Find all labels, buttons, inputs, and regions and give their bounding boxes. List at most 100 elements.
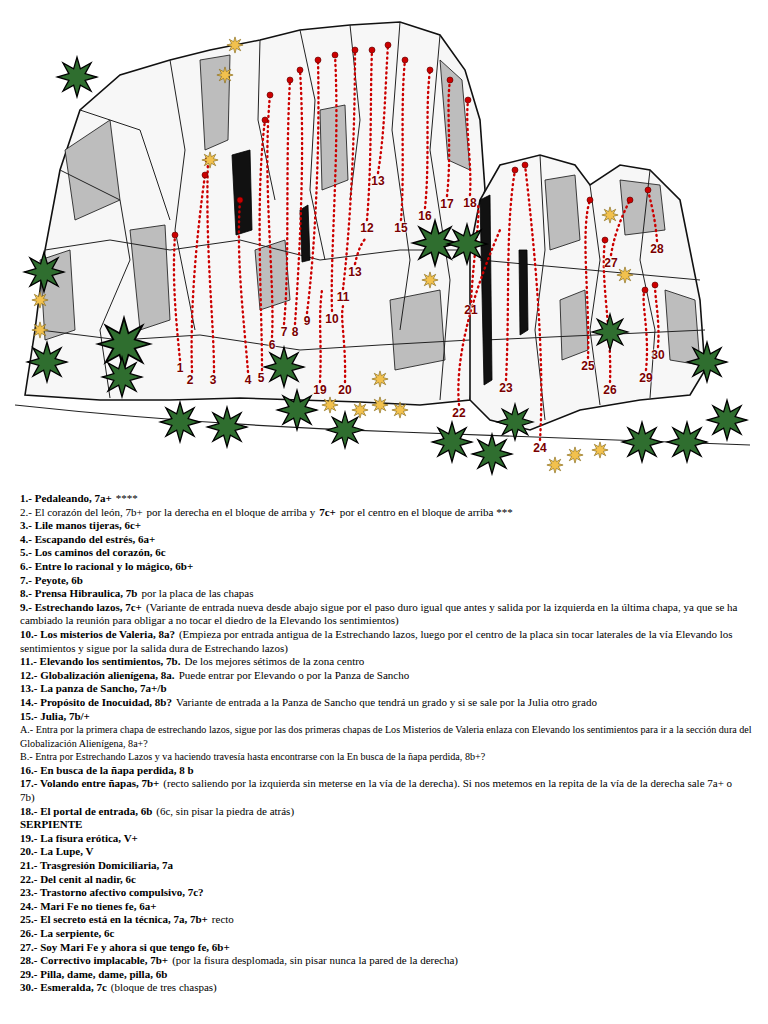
- anchor-dot: [522, 162, 528, 168]
- route-entry: 25.- El secreto está en la técnica, 7a, …: [20, 913, 752, 927]
- route-note: por la derecha en el bloque de arriba y: [147, 506, 316, 518]
- flower: [32, 292, 48, 308]
- route-note: (bloque de tres chaspas): [111, 981, 217, 993]
- callout-number: 4: [245, 374, 252, 386]
- callout-number: 1: [177, 362, 184, 374]
- route-entry: 9.- Estrechando lazos, 7c+(Variante de e…: [20, 601, 752, 628]
- route-entry: B.- Entra por Estrechando Lazos y va hac…: [20, 750, 752, 764]
- route-entry: 10.- Los misterios de Valeria, 8a?(Empie…: [20, 628, 752, 655]
- route-line: [239, 200, 248, 372]
- callout-number: 30: [651, 349, 664, 361]
- callout-number: 17: [440, 198, 453, 210]
- callout-number: 29: [639, 372, 652, 384]
- callout-number: 23: [499, 382, 512, 394]
- route-name: 25.- El secreto está en la técnica, 7a, …: [20, 913, 208, 925]
- route-name: 26.- La serpiente, 6c: [20, 927, 114, 939]
- route-note: De los mejores sétimos de la zona centro: [184, 655, 364, 667]
- route-entry: 12.- Globalización alienígena, 8a. Puede …: [20, 669, 752, 683]
- anchor-dot: [352, 47, 358, 53]
- route-line: [207, 160, 214, 372]
- flower: [227, 37, 243, 53]
- route-name: 12.- Globalización alienígena, 8a.: [20, 669, 175, 681]
- anchor-dot: [172, 232, 178, 238]
- flower: [352, 402, 368, 418]
- route-line: [585, 200, 590, 358]
- anchor-dot: [287, 77, 293, 83]
- route-entry: 17.- Volando entre ñapas, 7b+(recto sali…: [20, 777, 752, 804]
- route-entry: 15.- Julia, 7b/+: [20, 710, 752, 724]
- route-line: [174, 235, 180, 360]
- route-note: Puede entrar por Elevando o por la Panza…: [179, 669, 410, 681]
- route-entry: 11.- Elevando los sentimientos, 7b.De lo…: [20, 655, 752, 669]
- route-entry: 14.- Propósito de Inocuidad, 8b? Variante…: [20, 696, 752, 710]
- callout-number: 3: [210, 374, 217, 386]
- route-entry: 8.- Prensa Hibraulica, 7bpor la placa de…: [20, 587, 752, 601]
- bush: [277, 390, 317, 430]
- crack-line: [430, 35, 450, 400]
- route-note: Variante de entrada a la Panza de Sancho…: [176, 696, 597, 708]
- route-entry: 26.- La serpiente, 6c: [20, 927, 752, 941]
- route-line: [525, 165, 541, 440]
- anchor-dot: [465, 97, 471, 103]
- crack-line: [590, 185, 600, 405]
- belay-anchors: [172, 42, 658, 293]
- anchor-dot: [385, 42, 391, 48]
- flower: [602, 207, 618, 223]
- rock-shading: [40, 55, 700, 370]
- callout-number: 19: [313, 384, 326, 396]
- route-line: [611, 200, 630, 255]
- flower: [392, 402, 408, 418]
- route-name: 23.- Trastorno afectivo compulsivo, 7c?: [20, 886, 204, 898]
- crack-line: [392, 22, 410, 330]
- route-line: [447, 80, 450, 196]
- callout-number: 7: [281, 326, 288, 338]
- crack-line: [40, 330, 470, 350]
- route-name: 21.- Trasgresión Domiciliaria, 7a: [20, 859, 173, 871]
- bush: [592, 314, 628, 350]
- route-name: 16.- En busca de la ñapa perdida, 8 b: [20, 764, 194, 776]
- route-note: 2.- El corazón del león, 7b+: [20, 506, 143, 518]
- callout-number: 9: [304, 315, 311, 327]
- flower: [592, 442, 608, 458]
- anchor-dot: [642, 287, 648, 293]
- route-entry: 3.- Lile manos tijeras, 6c+: [20, 519, 752, 533]
- bush: [472, 434, 512, 474]
- flower: [202, 152, 218, 168]
- route-entry: 13.- La panza de Sancho, 7a+/b: [20, 682, 752, 696]
- route-entry: 6.- Entre lo racional y lo mágico, 6b+: [20, 560, 752, 574]
- route-line: [401, 60, 405, 220]
- callout-number: 28: [650, 243, 663, 255]
- route-line: [284, 80, 290, 324]
- bush: [447, 224, 487, 264]
- anchor-dot: [297, 67, 303, 73]
- bush: [687, 342, 727, 382]
- route-note: ****: [116, 492, 138, 504]
- callout-number: 16: [418, 210, 431, 222]
- route-name: 22.- Del cenit al nadir, 6c: [20, 873, 136, 885]
- flowers: [32, 37, 633, 473]
- route-entry: A.- Entra por la primera chapa de estrec…: [20, 723, 752, 750]
- route-note: (por la fisura desplomada, sin pisar nun…: [172, 954, 458, 966]
- anchor-dot: [652, 282, 658, 288]
- route-entry: 21.- Trasgresión Domiciliaria, 7a: [20, 859, 752, 873]
- crack-line: [45, 240, 470, 260]
- route-note: recto: [212, 913, 234, 925]
- callout-number: 25: [581, 360, 594, 372]
- callout-number: 2: [187, 374, 194, 386]
- route-name: 3.- Lile manos tijeras, 6c+: [20, 519, 141, 531]
- route-line: [295, 70, 302, 324]
- callout-number: 26: [603, 384, 616, 396]
- anchor-dot: [267, 92, 273, 98]
- route-note: por la placa de las chapas: [141, 587, 253, 599]
- route-name: 10.- Los misterios de Valeria, 8a?: [20, 628, 175, 640]
- route-line: [192, 175, 205, 372]
- anchor-dot: [262, 117, 268, 123]
- route-note: A.- Entra por la primera chapa de estrec…: [20, 724, 752, 749]
- shade-patch: [65, 120, 120, 220]
- shade-patch: [665, 290, 700, 365]
- route-entry: SERPIENTE: [20, 818, 752, 832]
- route-name: 14.- Propósito de Inocuidad, 8b?: [20, 696, 172, 708]
- flower: [217, 67, 233, 83]
- flower: [567, 447, 583, 463]
- route-entry: 19.- La fisura erótica, V+: [20, 832, 752, 846]
